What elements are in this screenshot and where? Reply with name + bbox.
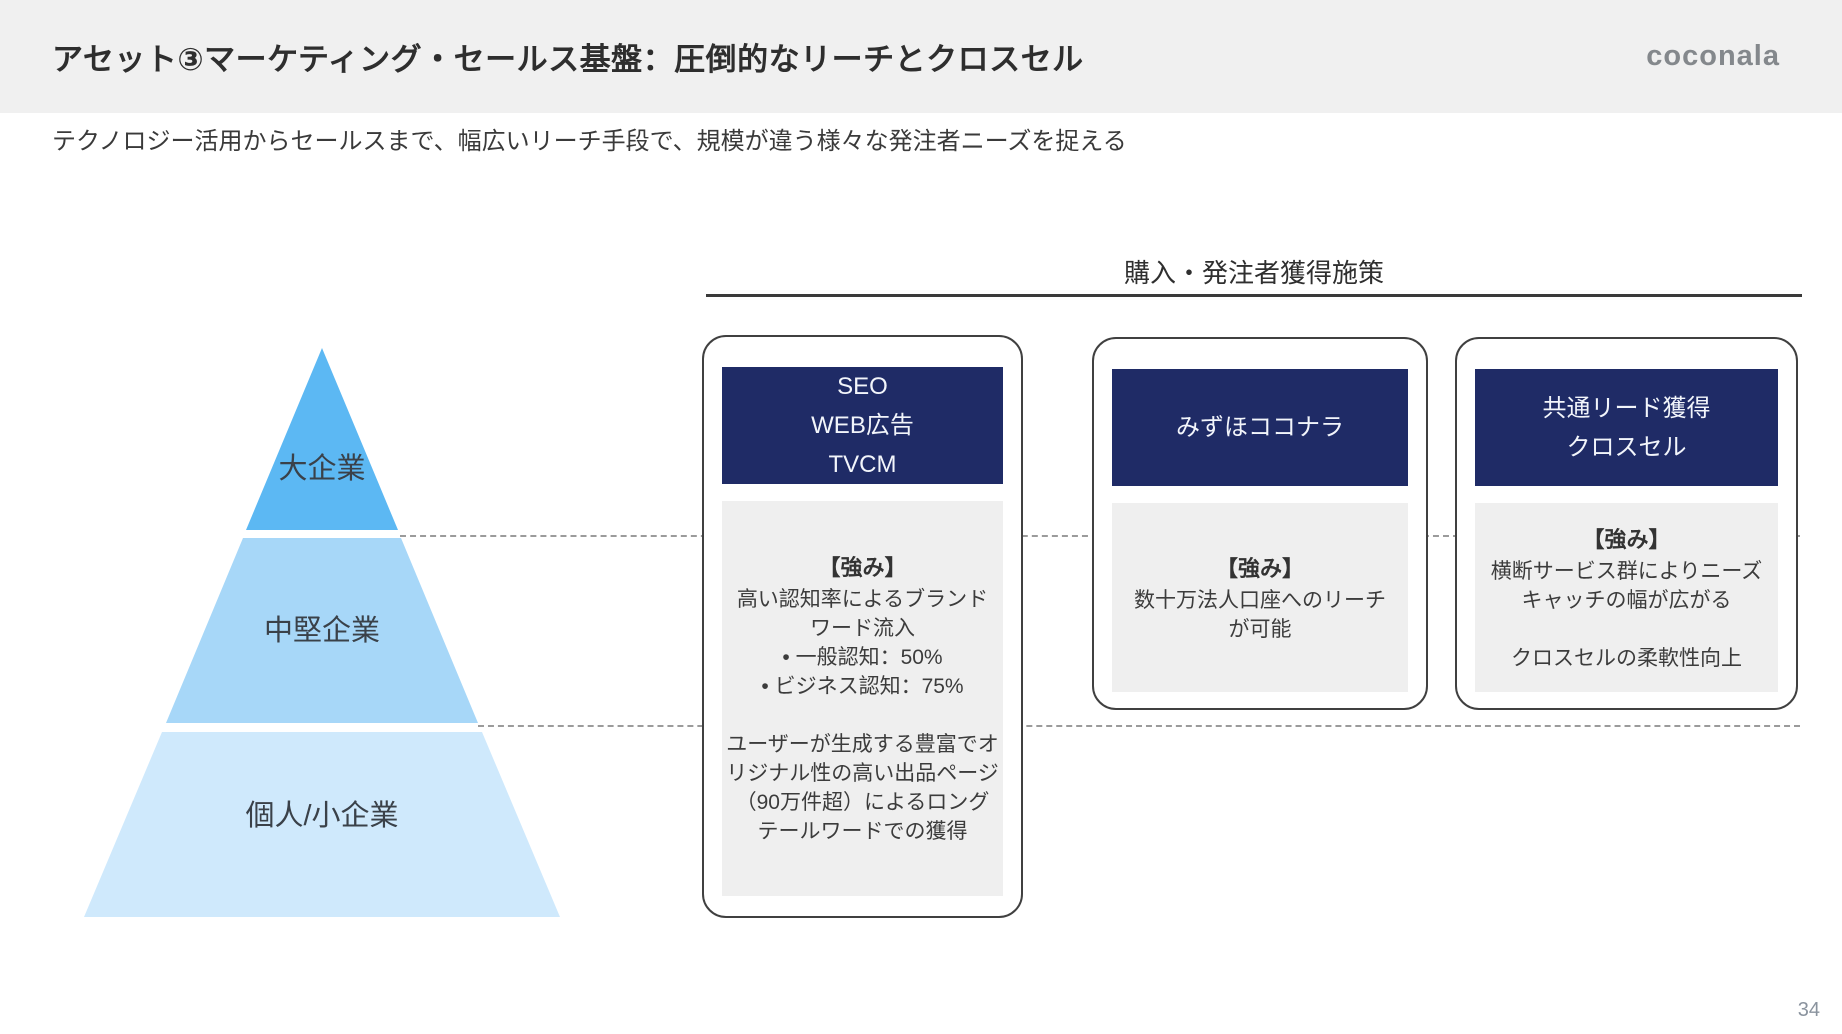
- section-title: 購入・発注者獲得施策: [1123, 258, 1384, 288]
- pyramid-label-mid-enterprise: 中堅企業: [264, 614, 380, 647]
- card-header-mizuho-coconala: みずほココナラ: [1112, 369, 1408, 486]
- card-mizuho-coconala: みずほココナラ 【強み】 数十万法人口座へのリーチ が可能: [1092, 337, 1428, 710]
- strengths-label: 【強み】: [1215, 555, 1304, 581]
- coconala-logo: coconala: [1646, 40, 1780, 72]
- pyramid-tier-large-enterprise: [246, 348, 398, 530]
- strengths-text: 数十万法人口座へのリーチ が可能: [1134, 588, 1386, 641]
- pyramid-tier-individual-small: [84, 732, 560, 917]
- tier-boundary-dashed-line-bottom: [478, 725, 1800, 727]
- page-title: アセット③マーケティング・セールス基盤：圧倒的なリーチとクロスセル: [52, 42, 1084, 77]
- strengths-label: 【強み】: [818, 555, 907, 580]
- card-body-seo-webad-tvcm: 【強み】 高い認知率によるブランド ワード流入 • 一般認知：50% • ビジネ…: [722, 501, 1003, 896]
- customer-pyramid: 大企業 中堅企業 個人/小企業: [84, 348, 560, 917]
- card-shared-lead-cross-sell: 共通リード獲得 クロスセル 【強み】 横断サービス群によりニーズ キャッチの幅が…: [1455, 337, 1798, 710]
- slide-subtitle: テクノロジー活用からセールスまで、幅広いリーチ手段で、規模が違う様々な発注者ニー…: [52, 128, 1127, 155]
- strengths-text: 高い認知率によるブランド ワード流入 • 一般認知：50% • ビジネス認知：7…: [726, 588, 999, 843]
- card-body-shared-lead-cross-sell: 【強み】 横断サービス群によりニーズ キャッチの幅が広がる クロスセルの柔軟性向…: [1475, 503, 1778, 692]
- pyramid-label-large-enterprise: 大企業: [278, 452, 365, 485]
- header-band: アセット③マーケティング・セールス基盤：圧倒的なリーチとクロスセル: [0, 0, 1842, 113]
- pyramid-label-individual-small: 個人/小企業: [245, 799, 398, 832]
- pyramid-tier-mid-enterprise: [166, 538, 478, 723]
- section-underline: [706, 294, 1802, 297]
- card-body-mizuho-coconala: 【強み】 数十万法人口座へのリーチ が可能: [1112, 503, 1408, 692]
- strengths-text: 横断サービス群によりニーズ キャッチの幅が広がる クロスセルの柔軟性向上: [1490, 559, 1763, 670]
- card-seo-webad-tvcm: SEO WEB広告 TVCM 【強み】 高い認知率によるブランド ワード流入 •…: [702, 335, 1023, 918]
- page-number: 34: [1797, 999, 1820, 1021]
- strengths-label: 【強み】: [1582, 526, 1671, 552]
- card-header-seo-webad-tvcm: SEO WEB広告 TVCM: [722, 367, 1003, 484]
- card-header-shared-lead-cross-sell: 共通リード獲得 クロスセル: [1475, 369, 1778, 486]
